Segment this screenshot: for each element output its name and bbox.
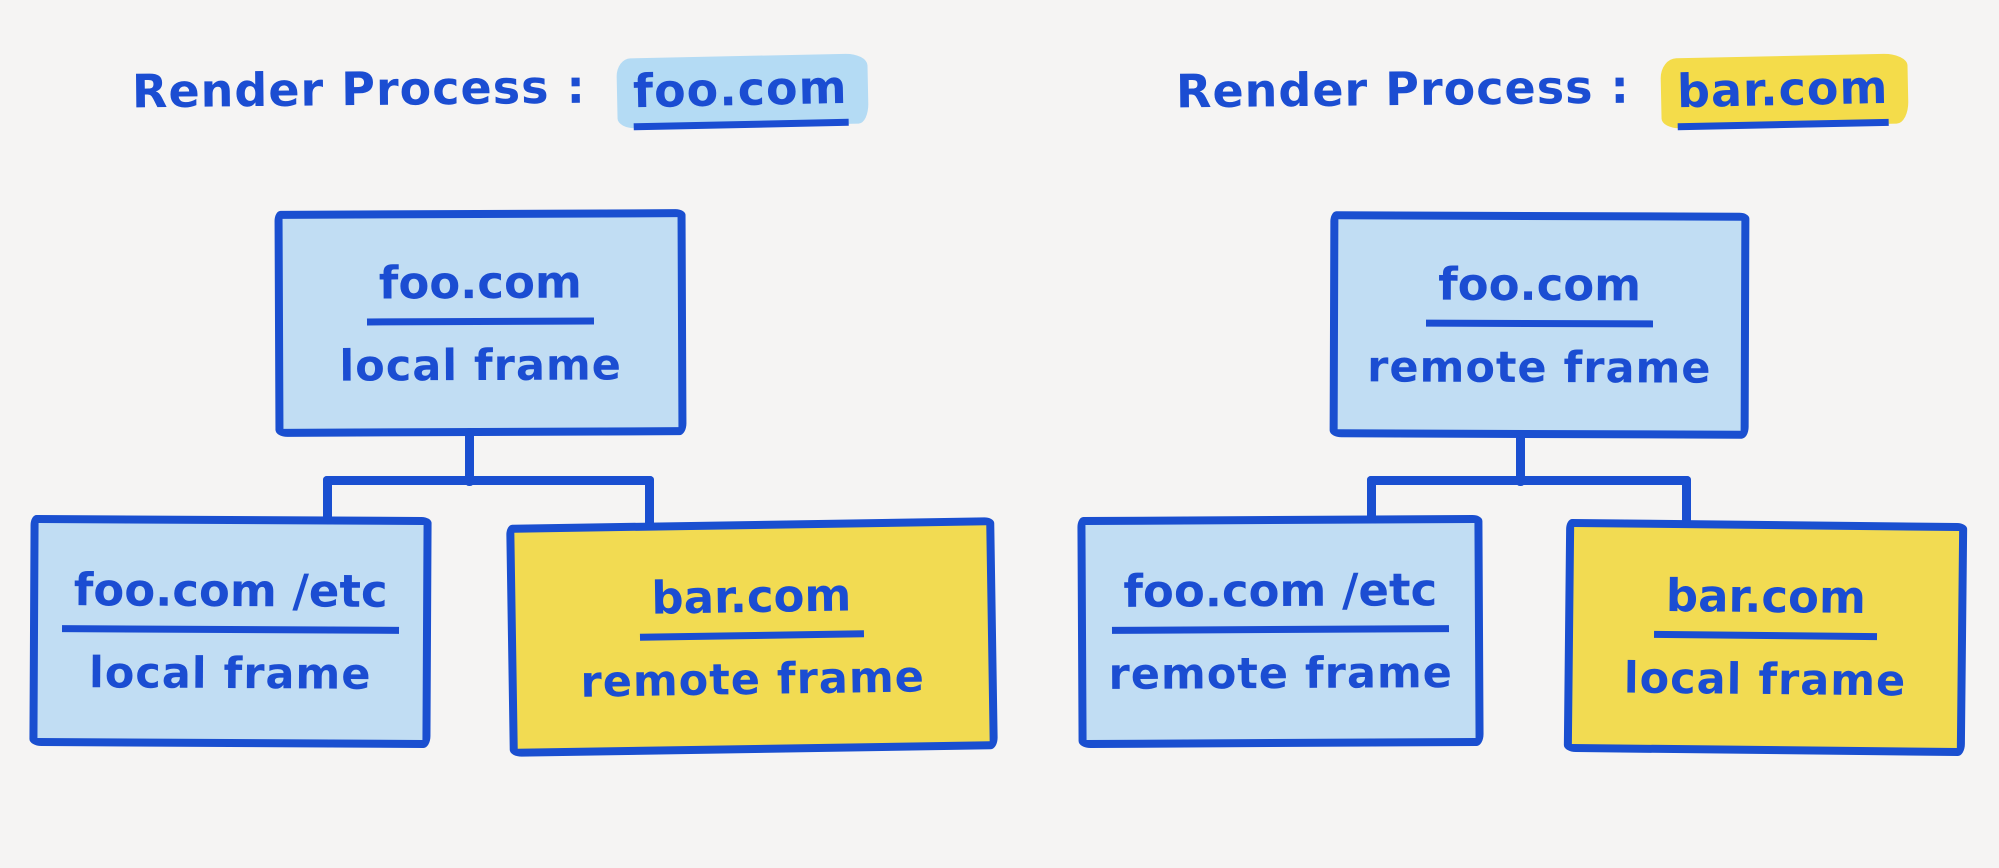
frame-type: local frame: [339, 339, 622, 392]
connector-stem: [465, 428, 474, 486]
connector-drop-right: [645, 476, 654, 534]
frame-box-root-foo: foo.com local frame: [274, 209, 687, 437]
render-process-panel-foo: Render Process : foo.com foo.com local f…: [0, 53, 1000, 757]
connector-drop-left: [323, 476, 332, 526]
connector-drop-right: [1682, 476, 1691, 534]
frame-type: remote frame: [1108, 648, 1454, 700]
frame-box-root-foo: foo.com remote frame: [1329, 211, 1750, 439]
frame-domain: foo.com /etc: [1111, 563, 1450, 634]
frame-domain: bar.com: [638, 567, 864, 641]
frame-box-child-fooetc: foo.com /etc remote frame: [1077, 514, 1484, 749]
frame-type: local frame: [1623, 653, 1907, 707]
frame-domain: bar.com: [1653, 568, 1879, 641]
panel-title-prefix: Render Process :: [1175, 59, 1630, 119]
frame-domain: foo.com: [366, 255, 594, 325]
connector-drop-left: [1367, 476, 1376, 526]
render-process-panel-bar: Render Process : bar.com foo.com remote …: [1000, 0, 1999, 868]
panel-title-domain: bar.com: [1676, 59, 1889, 131]
panel-title-prefix: Render Process :: [132, 59, 587, 119]
connector-horizontal-bar: [1367, 476, 1691, 485]
frame-type: local frame: [88, 648, 372, 700]
frame-box-child-bar: bar.com local frame: [1563, 518, 1968, 757]
panel-title-domain-highlight: foo.com: [616, 53, 869, 131]
frame-domain: foo.com /etc: [61, 563, 400, 634]
frame-box-child-bar: bar.com remote frame: [506, 517, 998, 757]
panel-title-domain: foo.com: [632, 59, 849, 131]
frame-box-child-fooetc: foo.com /etc local frame: [29, 514, 432, 749]
connector-horizontal-bar: [323, 476, 654, 485]
panel-title-domain-highlight: bar.com: [1660, 53, 1909, 131]
frame-type: remote frame: [1367, 341, 1712, 394]
panel-title: Render Process : foo.com: [0, 53, 1000, 131]
connector-stem: [1516, 430, 1525, 486]
panel-title: Render Process : bar.com: [1042, 53, 1999, 131]
frame-type: remote frame: [580, 651, 926, 708]
frame-domain: foo.com: [1425, 257, 1654, 327]
